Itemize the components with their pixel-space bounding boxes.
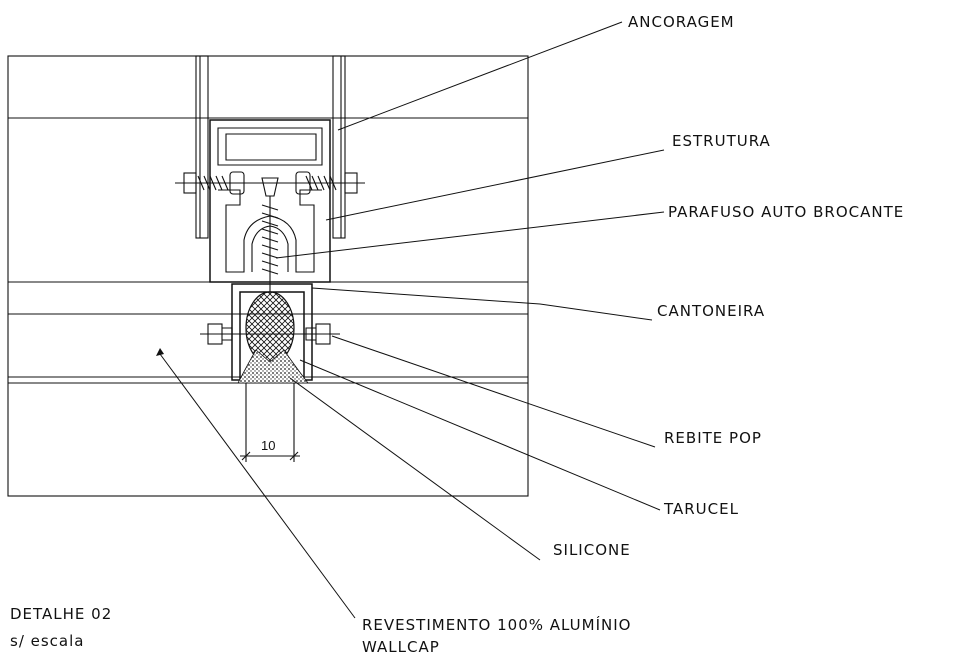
self-drilling-screw (261, 177, 279, 292)
detail-scale: s/ escala (10, 632, 84, 650)
angle-bracket (231, 283, 313, 381)
label-ancoragem: ANCORAGEM (628, 13, 735, 31)
label-revestimento-1: REVESTIMENTO 100% ALUMÍNIO (362, 615, 631, 634)
pop-rivets (200, 323, 340, 345)
label-rebite: REBITE POP (664, 429, 762, 447)
horizontal-bolt (175, 171, 365, 195)
dimension-10: 10 (240, 383, 300, 462)
dimension-value: 10 (261, 438, 275, 453)
label-silicone: SILICONE (553, 541, 631, 559)
backer-rod (245, 291, 295, 365)
label-cantoneira: CANTONEIRA (657, 302, 765, 320)
anchor-plates (195, 55, 346, 239)
label-tarucel: TARUCEL (663, 500, 739, 518)
label-estrutura: ESTRUTURA (672, 132, 771, 150)
label-parafuso: PARAFUSO AUTO BROCANTE (668, 203, 904, 221)
silicone-joint (237, 349, 309, 384)
detail-title: DETALHE 02 (10, 605, 112, 623)
leader-lines (156, 21, 665, 619)
label-revestimento-2: WALLCAP (362, 638, 440, 656)
panel-frame (7, 55, 529, 497)
